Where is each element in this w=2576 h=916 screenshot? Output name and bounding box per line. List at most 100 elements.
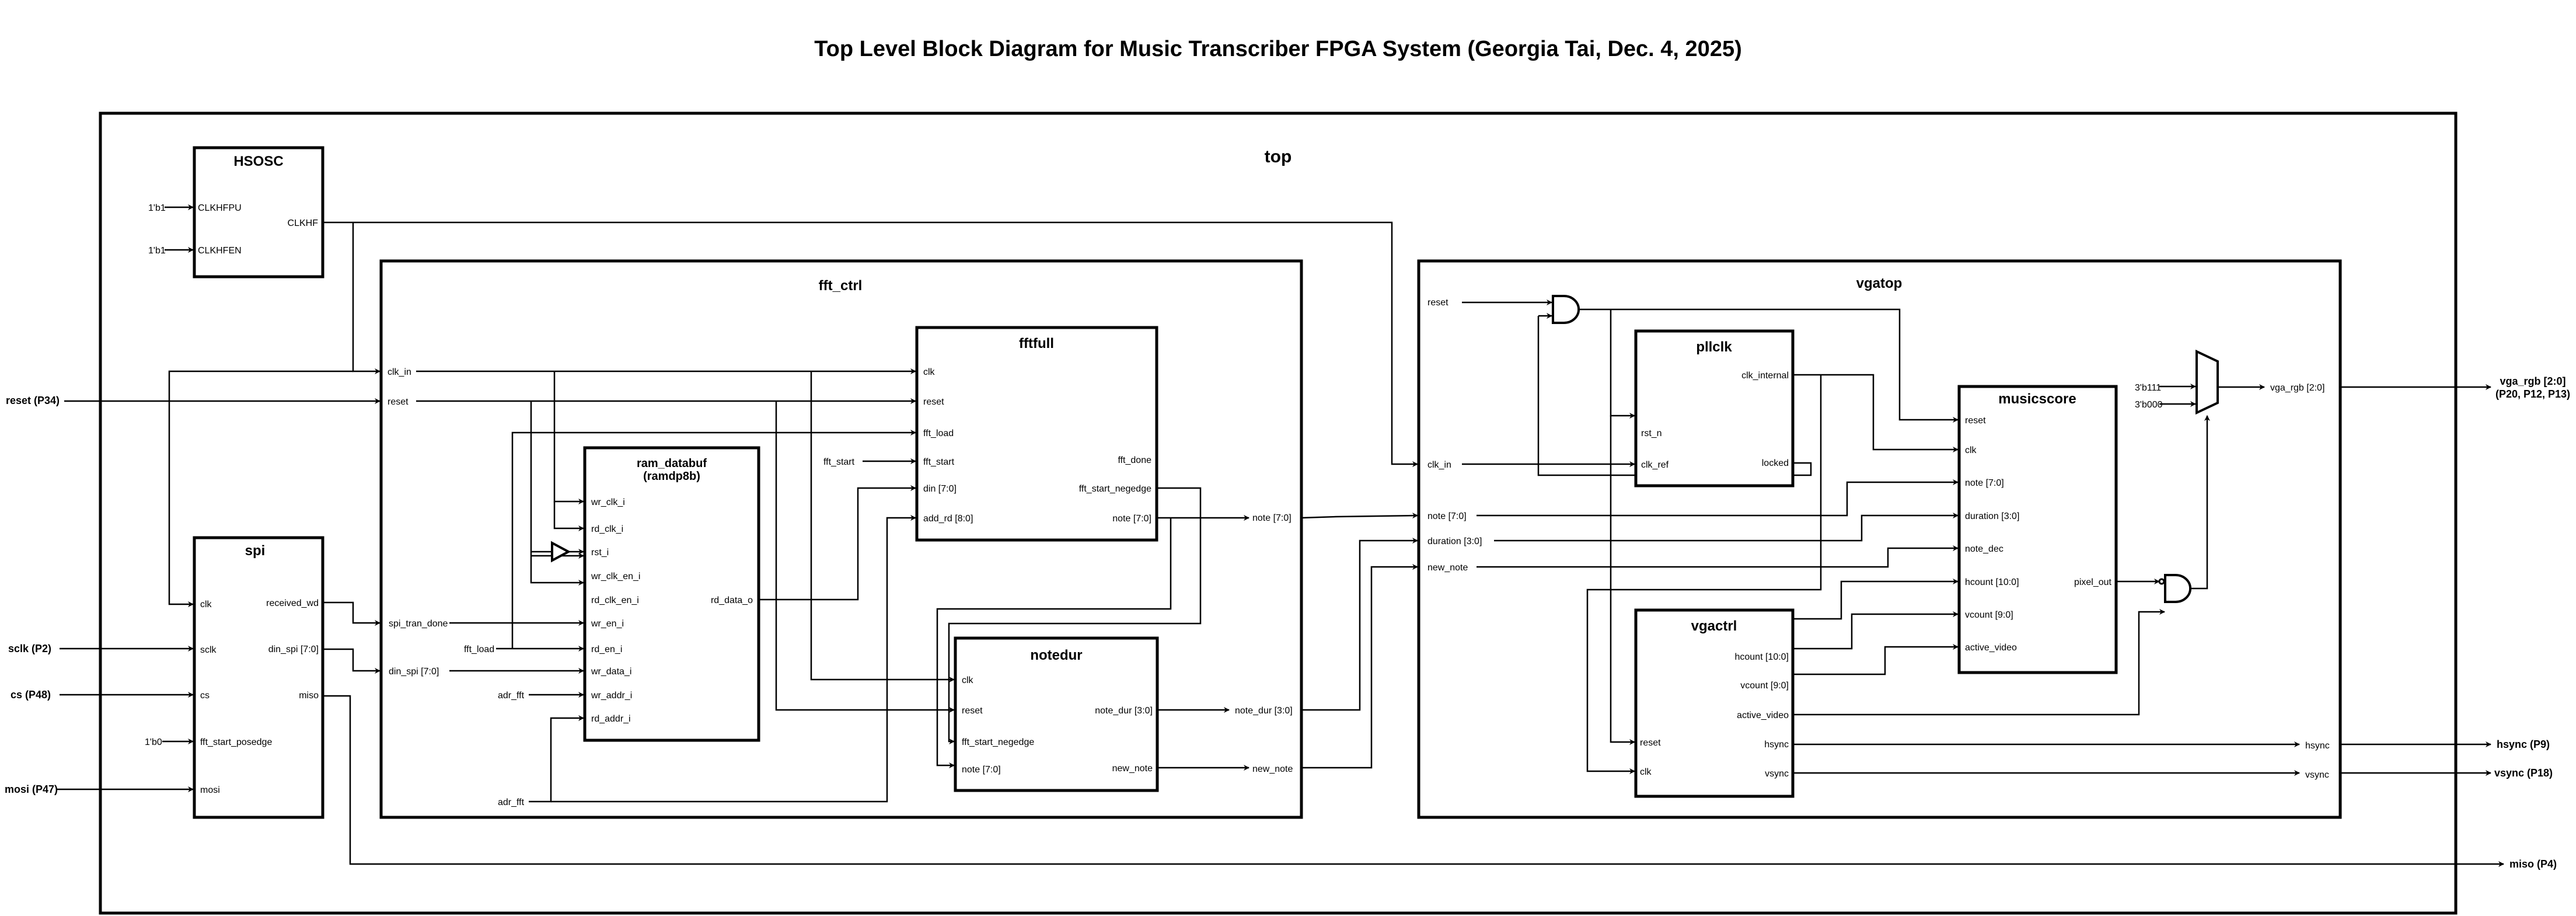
hsosc-port-clkhfen: CLKHFEN (198, 246, 242, 256)
vgatop-port-note: note [7:0] (1427, 511, 1467, 521)
wire-clk-internal-to-vgactrl (1586, 375, 1822, 774)
pllclk-title: pllclk (1696, 339, 1732, 355)
ram-port-rst-i: rst_i (591, 548, 609, 558)
wire-duration-to-musicscore (1494, 513, 1959, 542)
vgatop-mux-in-1: 3'b111 (2135, 383, 2161, 393)
spi-title: spi (245, 543, 266, 559)
notedur-port-reset: reset (962, 706, 983, 716)
fft-ctrl-box (379, 259, 1303, 819)
vgatop-port-hsync: hsync (2305, 741, 2330, 751)
top-module-label: top (1265, 147, 1292, 166)
wire-reset-to-musicscore (1578, 308, 1959, 423)
fftfull-port-fft-start: fft_start (923, 457, 955, 467)
wire-clk-internal-to-musicscore (1793, 374, 1959, 452)
wire-reset-to-notedur (775, 401, 955, 713)
ram-port-wr-data-i: wr_data_i (591, 667, 631, 677)
pllclk-port-rst-n: rst_n (1641, 429, 1662, 438)
vgatop-title: vgatop (1856, 276, 1903, 291)
fftfull-block: fftfull clk reset fft_load fft_start din… (915, 326, 1158, 542)
wire-rd-clk (553, 501, 584, 531)
musicscore-box (1957, 385, 2118, 674)
notedur-port-new-note: new_note (1112, 764, 1153, 774)
fftfull-title: fftfull (1019, 336, 1054, 351)
pllclk-port-locked: locked (1762, 458, 1789, 468)
wire-locked-feedback (1537, 316, 1812, 476)
musicscore-port-pixel-out: pixel_out (2074, 577, 2112, 587)
fftfull-port-reset: reset (923, 397, 944, 407)
wire-note-to-vgatop (1301, 513, 1418, 519)
spi-block: spi clk sclk cs fft_start_posedge mosi r… (193, 536, 324, 819)
hsosc-port-clkhfpu: CLKHFPU (198, 203, 242, 213)
musicscore-block: musicscore reset clk note [7:0] duration… (1957, 385, 2118, 674)
wire-clkhf-to-fftctrl (352, 222, 381, 374)
wire-add-rd (551, 515, 916, 803)
fft-ctrl-port-din-spi: din_spi [7:0] (389, 667, 439, 677)
vgactrl-block: vgactrl reset clk hcount [10:0] vcount [… (1634, 608, 1795, 798)
vgactrl-title: vgactrl (1691, 618, 1737, 634)
spi-port-fft-start-posedge: fft_start_posedge (200, 737, 272, 747)
wire-clk-to-notedur (810, 371, 955, 682)
fftfull-port-fft-load: fft_load (923, 429, 954, 438)
wire-note-to-notedur (936, 518, 1172, 768)
wire-reset-to-vgactrl (1610, 416, 1635, 745)
musicscore-port-note: note [7:0] (1965, 478, 2004, 488)
vgatop-port-duration: duration [3:0] (1427, 537, 1482, 546)
hsosc-const-2: 1'b1 (148, 246, 166, 256)
spi-port-sclk: sclk (200, 645, 217, 655)
fft-ctrl-title: fft_ctrl (819, 278, 863, 294)
musicscore-port-active-video: active_video (1965, 643, 2017, 653)
fftfull-port-din: din [7:0] (923, 484, 957, 494)
notedur-block: notedur clk reset fft_start_negedge note… (954, 636, 1159, 792)
fftfull-port-fft-done: fft_done (1118, 455, 1151, 465)
ram-port-wr-addr-i: wr_addr_i (591, 691, 632, 701)
wire-vcount (1793, 611, 1959, 650)
ext-output-miso: miso (P4) (2509, 858, 2557, 870)
and-gate-pixel-icon (2164, 574, 2192, 603)
pllclk-box (1634, 329, 1795, 487)
wire-wr-clk (553, 371, 584, 504)
vgatop-block: vgatop reset clk_in note [7:0] duration … (1417, 259, 2342, 819)
ram-databuf-subtitle: (ramdp8b) (643, 470, 700, 483)
wire-clk-to-spi (168, 370, 353, 607)
ram-port-rd-clk-i: rd_clk_i (591, 524, 623, 534)
notedur-title: notedur (1030, 647, 1082, 663)
wire-rd-clk-en (530, 401, 584, 586)
spi-port-din-spi: din_spi [7:0] (268, 645, 319, 654)
vgatop-box (1417, 259, 2342, 819)
spi-box (193, 536, 324, 819)
ext-input-cs: cs (P48) (11, 689, 51, 701)
ram-port-rd-en-i: rd_en_i (591, 645, 622, 654)
vgatop-port-clk-in: clk_in (1427, 460, 1451, 470)
wire-mux-select (2190, 415, 2210, 590)
wire-active-video-ms (1793, 644, 1959, 675)
wire-din-spi (323, 648, 381, 674)
ext-output-vga-rgb-line1: vga_rgb [2:0] (2500, 375, 2565, 387)
wire-clkhf-to-vgatop (323, 221, 1418, 467)
inverter-bubble-icon (2158, 578, 2165, 585)
ram-port-rd-data-o: rd_data_o (711, 595, 753, 605)
ext-input-sclk: sclk (P2) (8, 643, 51, 654)
vgactrl-box (1634, 608, 1795, 798)
fftfull-port-note: note [7:0] (1112, 514, 1151, 524)
pllclk-port-clk-ref: clk_ref (1641, 460, 1669, 470)
and-gate-reset-icon (1552, 295, 1580, 324)
spi-port-clk: clk (200, 600, 212, 609)
fftfull-port-fft-start-negedge: fft_start_negedge (1079, 484, 1151, 494)
vgactrl-port-vsync: vsync (1765, 769, 1789, 779)
notedur-port-note-dur: note_dur [3:0] (1095, 706, 1153, 716)
ram-databuf-box (583, 446, 760, 742)
spi-port-cs: cs (200, 691, 210, 701)
musicscore-port-vcount: vcount [9:0] (1965, 610, 2013, 620)
fft-ctrl-label-adr-fft-wr: adr_fft (498, 691, 525, 701)
wire-hcount (1793, 579, 1959, 620)
hsosc-block: HSOSC 1'b1 CLKHFPU 1'b1 CLKHFEN CLKHF (148, 146, 324, 278)
fft-ctrl-port-reset: reset (388, 397, 409, 407)
fft-ctrl-label-fft-load: fft_load (464, 645, 494, 654)
ram-databuf-title: ram_databuf (637, 457, 707, 470)
ram-port-wr-clk-en-i: wr_clk_en_i (591, 572, 640, 581)
wire-received-wd (323, 601, 381, 626)
wire-note-to-musicscore (1477, 479, 1959, 517)
wire-new-note-to-vgatop (1301, 564, 1418, 769)
wire-duration-to-vgatop (1301, 538, 1418, 711)
